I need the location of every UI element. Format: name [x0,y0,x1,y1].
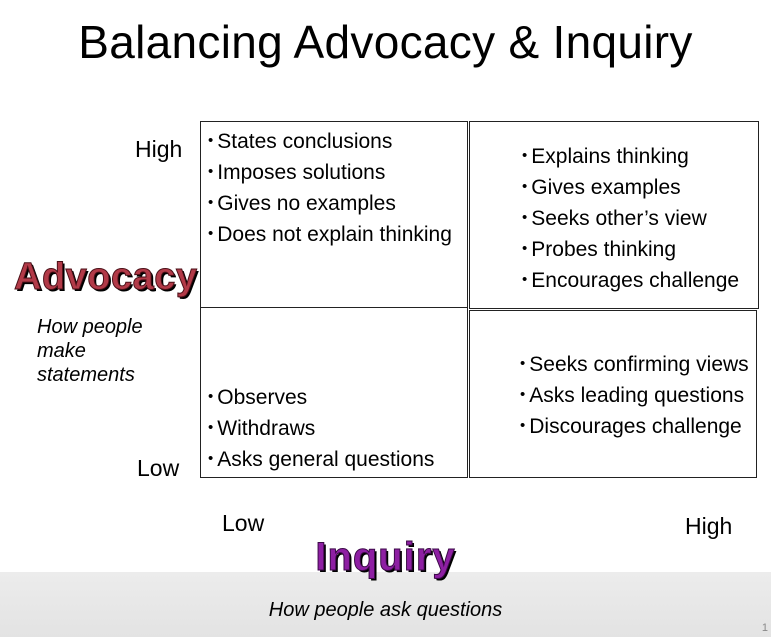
x-axis-title: Inquiry [315,535,456,580]
quadrant-item: Observes [208,382,434,413]
quadrant-low-advocacy-low-inquiry: Observes Withdraws Asks general question… [200,307,468,478]
quadrant-item: Seeks confirming views [520,349,756,380]
quadrant-item: Gives examples [522,172,758,203]
slide-title: Balancing Advocacy & Inquiry [78,16,693,68]
quadrant-item: Withdraws [208,413,434,444]
y-axis-high-label: High [135,136,183,162]
x-axis-low-label: Low [222,510,265,536]
page-number: 1 [761,622,768,634]
y-axis-title: Advocacy [14,256,198,299]
y-axis-low-label: Low [137,455,180,481]
x-axis-high-label: High [685,513,733,539]
quadrant-item: Probes thinking [522,234,758,265]
quadrant-item: Asks leading questions [520,380,756,411]
x-axis-subtitle: How people ask questions [268,599,503,621]
quadrant-item: Does not explain thinking [208,219,467,250]
quadrant-item: Explains thinking [522,141,758,172]
footer-band [0,572,771,637]
quadrant-high-advocacy-low-inquiry: States conclusions Imposes solutions Giv… [200,121,468,308]
quadrant-item: States conclusions [208,126,467,157]
y-axis-subtitle: How people make statements [37,316,143,386]
quadrant-item: Gives no examples [208,188,467,219]
quadrant-item: Discourages challenge [520,411,756,442]
quadrant-item: Seeks other’s view [522,203,758,234]
quadrant-item: Encourages challenge [522,265,758,296]
quadrant-item: Asks general questions [208,444,434,475]
quadrant-low-advocacy-high-inquiry: Seeks confirming views Asks leading ques… [469,310,757,478]
quadrant-high-advocacy-high-inquiry: Explains thinking Gives examples Seeks o… [469,121,759,309]
quadrant-item: Imposes solutions [208,157,467,188]
